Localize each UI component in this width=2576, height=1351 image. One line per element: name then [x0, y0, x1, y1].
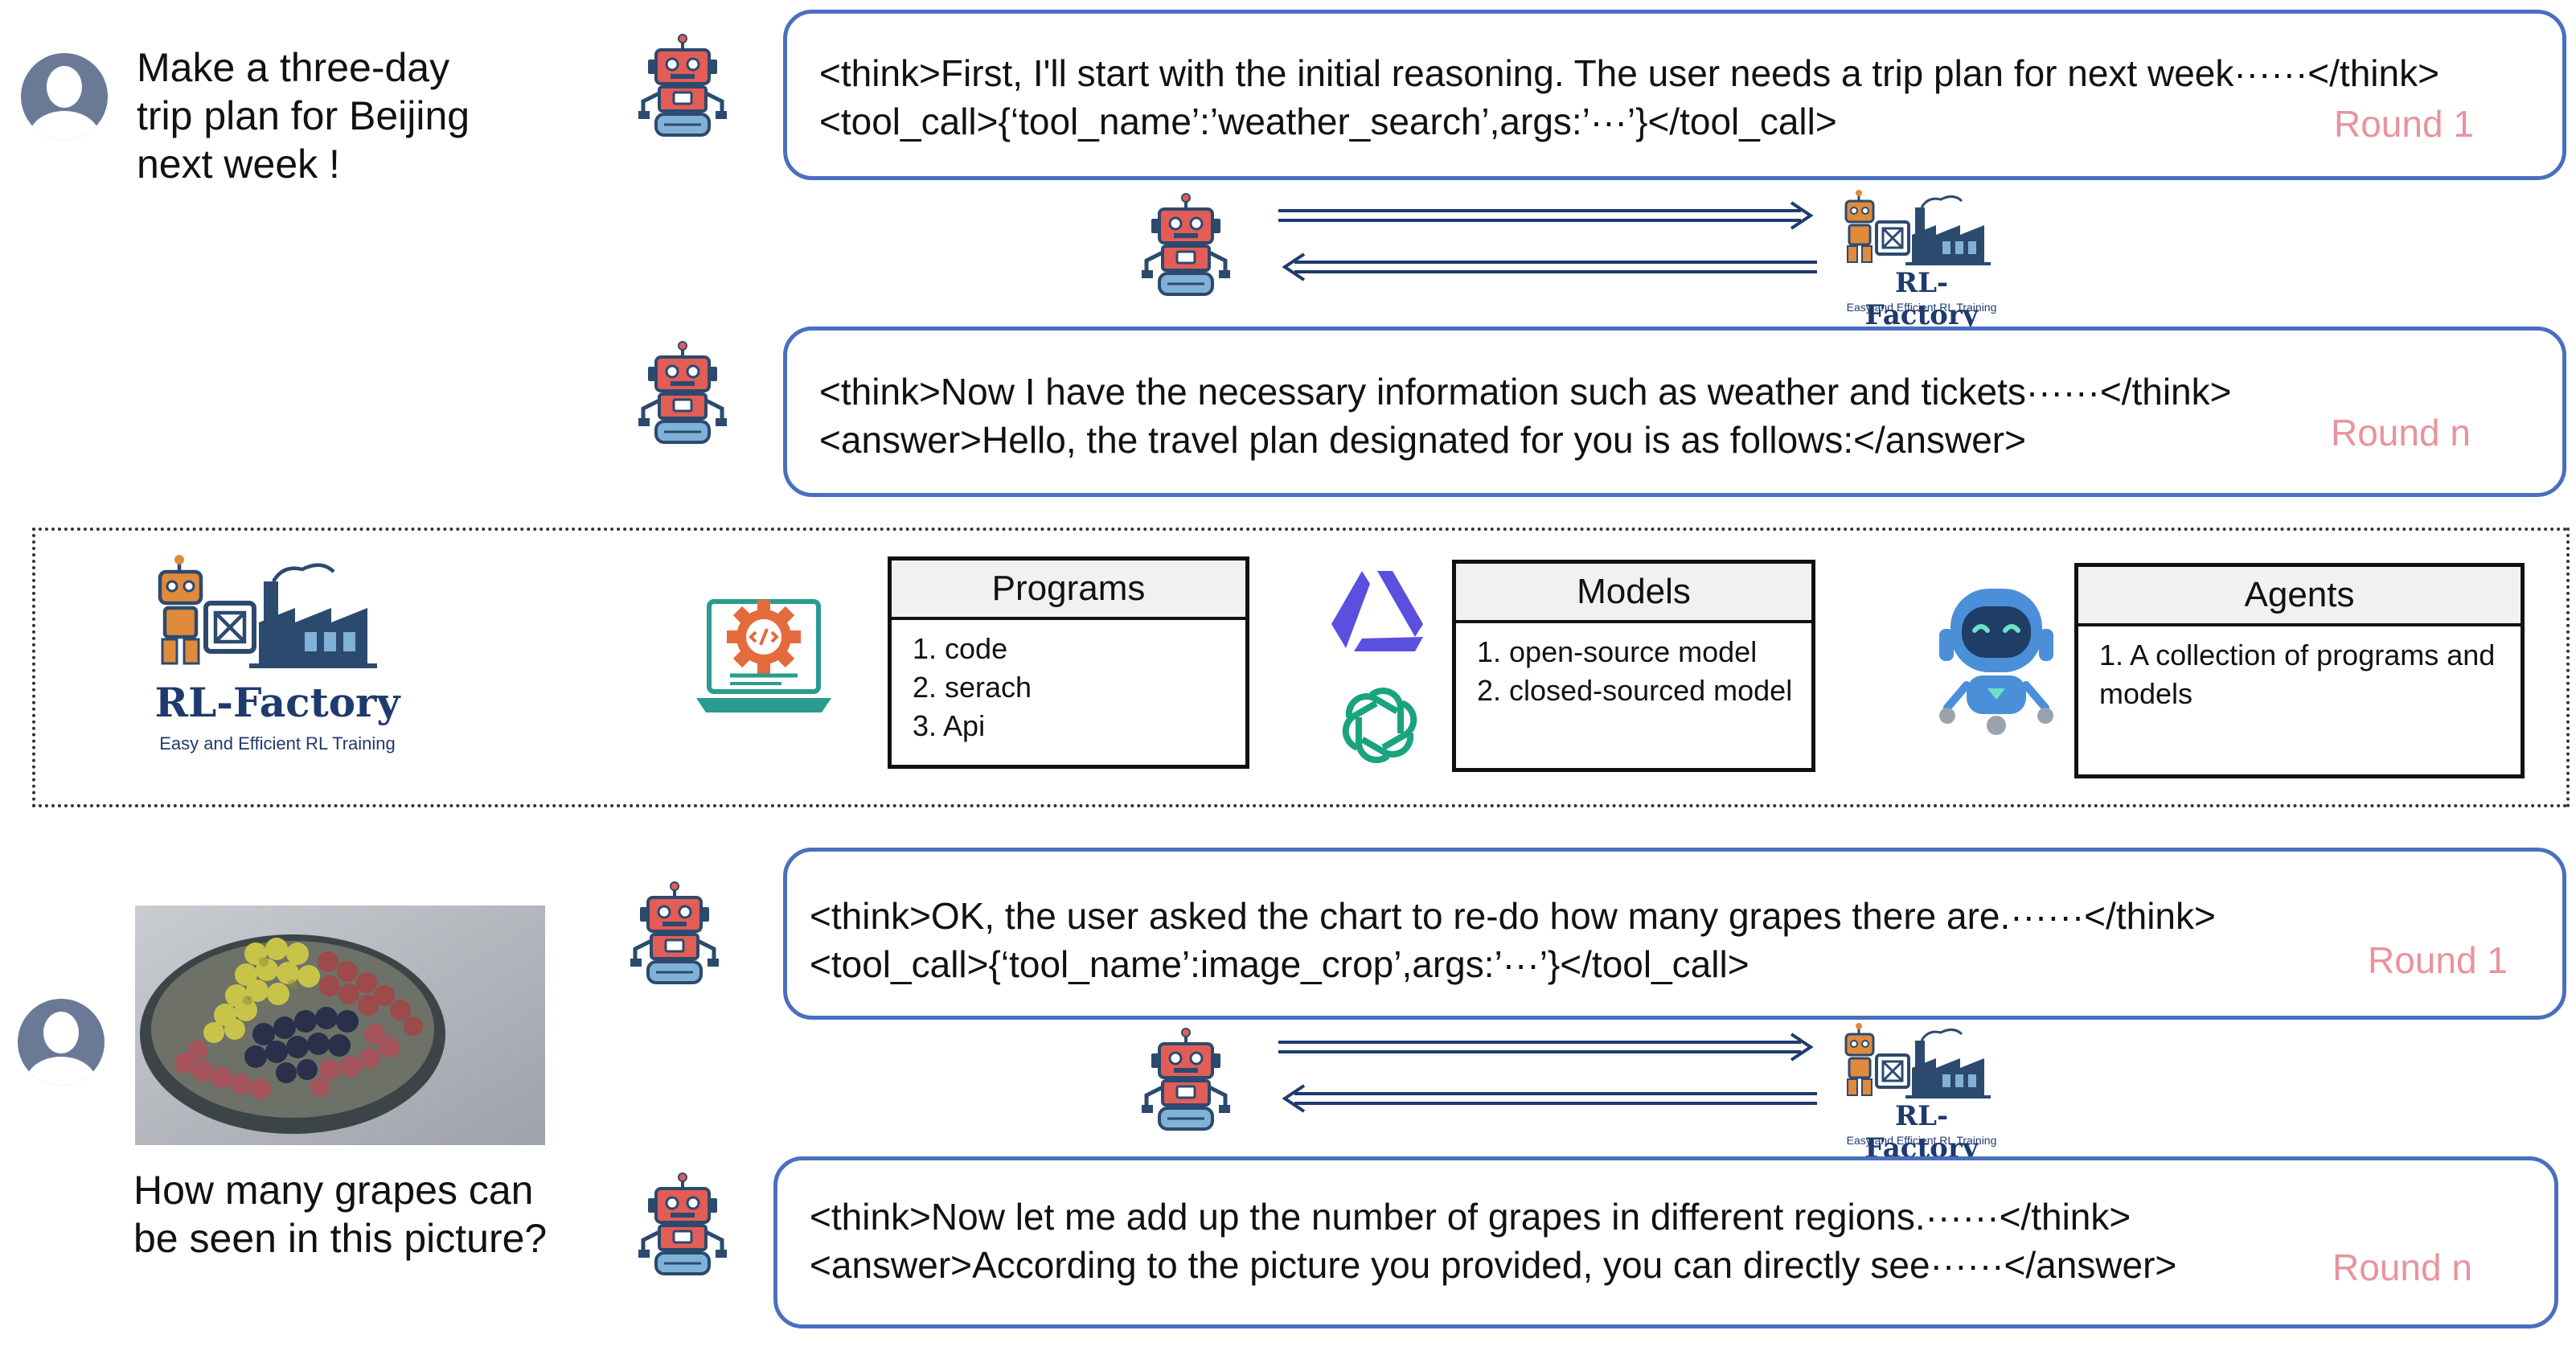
- qwen-logo-icon: [1331, 571, 1423, 651]
- robot-icon: [622, 881, 727, 986]
- robot-icon: [630, 1172, 735, 1277]
- rl-factory-logo-large: RL-Factory Easy and Efficient RL Trainin…: [145, 555, 418, 764]
- programs-title: Programs: [892, 561, 1245, 620]
- exchange-arrows-icon: [1278, 1033, 1817, 1113]
- top-roundn-bubble: <think>Now I have the necessary informat…: [783, 326, 2566, 497]
- models-items: 1. open-source model 2. closed-sourced m…: [1477, 635, 1793, 707]
- bottom-roundn-label: Round n: [2332, 1246, 2472, 1288]
- rl-factory-tagline: Easy and Efficient RL Training: [1846, 1134, 1997, 1147]
- openai-logo-icon: [1342, 687, 1417, 764]
- agents-card: Agents 1. A collection of programs and m…: [2074, 563, 2525, 778]
- grapes-photo: [135, 905, 545, 1145]
- models-title: Models: [1456, 564, 1811, 623]
- top-roundn-label: Round n: [2331, 412, 2471, 454]
- robot-icon: [630, 34, 735, 138]
- top-round1-bubble: <think>First, I'll start with the initia…: [783, 10, 2566, 180]
- programs-items: 1. code 2. serach 3. Api: [913, 632, 1032, 742]
- models-card: Models 1. open-source model 2. closed-so…: [1452, 560, 1815, 772]
- top-roundn-think: <think>Now I have the necessary informat…: [819, 371, 2232, 413]
- rl-factory-tagline: Easy and Efficient RL Training: [1846, 301, 1997, 314]
- user-avatar-icon: [21, 53, 108, 140]
- rl-factory-name: RL-Factory: [1864, 267, 1979, 331]
- robot-icon: [1134, 1028, 1238, 1132]
- bottom-round1-bubble: <think>OK, the user asked the chart to r…: [783, 848, 2566, 1020]
- agents-items: 1. A collection of programs and models: [2099, 639, 2496, 710]
- rl-factory-logo: RL-Factory Easy and Efficient RL Trainin…: [1841, 190, 2002, 331]
- user-prompt-bottom: How many grapes can be seen in this pict…: [133, 1168, 548, 1261]
- top-round1-label: Round 1: [2334, 103, 2474, 145]
- exchange-arrows-icon: [1278, 201, 1817, 281]
- rl-factory-name: RL-Factory: [1864, 1100, 1979, 1164]
- programs-card: Programs 1. code 2. serach 3. Api: [888, 556, 1249, 769]
- bottom-round1-think: <think>OK, the user asked the chart to r…: [810, 895, 2216, 937]
- bottom-roundn-bubble: <think>Now let me add up the number of g…: [773, 1156, 2558, 1328]
- robot-icon: [1134, 193, 1238, 298]
- user-avatar-icon: [18, 999, 105, 1086]
- agents-title: Agents: [2078, 567, 2521, 626]
- laptop-gear-icon: [696, 599, 831, 712]
- bottom-roundn-answer: <answer>According to the picture you pro…: [810, 1244, 2177, 1286]
- rl-factory-name-large: RL-Factory: [154, 679, 400, 726]
- rl-factory-logo: RL-Factory Easy and Efficient RL Trainin…: [1841, 1023, 2002, 1164]
- agent-robot-icon: [1939, 589, 2053, 735]
- robot-icon: [630, 341, 735, 446]
- framework-box: [32, 528, 2570, 807]
- user-prompt-top: Make a three-day trip plan for Beijing n…: [137, 45, 470, 187]
- top-roundn-answer: <answer>Hello, the travel plan designate…: [819, 419, 2026, 461]
- bottom-round1-label: Round 1: [2368, 939, 2508, 981]
- bottom-round1-toolcall: <tool_call>{‘tool_name’:image_crop’,args…: [810, 943, 1749, 985]
- top-round1-think: <think>First, I'll start with the initia…: [819, 52, 2439, 94]
- rl-factory-tagline-large: Easy and Efficient RL Training: [159, 733, 396, 754]
- top-round1-toolcall: <tool_call>{‘tool_name’:’weather_search’…: [819, 101, 1837, 142]
- bottom-roundn-think: <think>Now let me add up the number of g…: [810, 1196, 2131, 1238]
